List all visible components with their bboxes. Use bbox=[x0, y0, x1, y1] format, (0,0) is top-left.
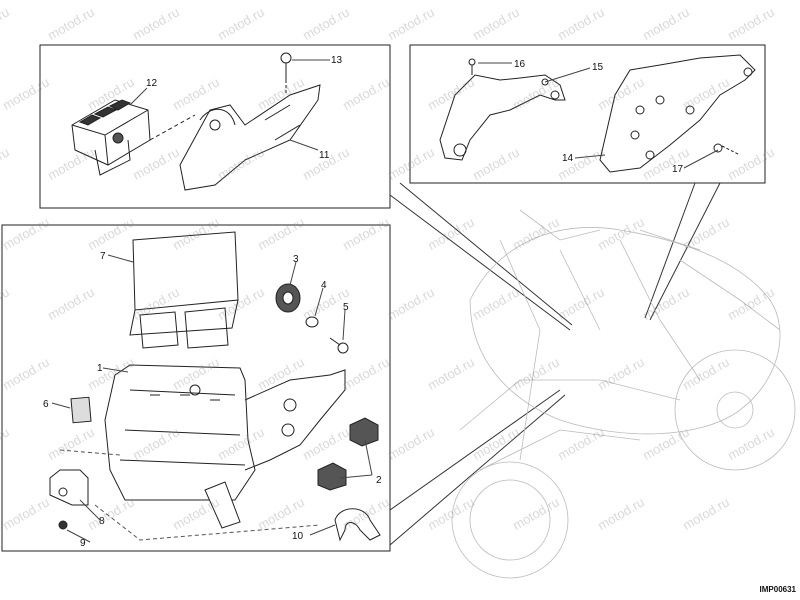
part-9-screw bbox=[58, 520, 68, 530]
callout-17: 17 bbox=[672, 164, 684, 175]
part-7-ecu bbox=[129, 231, 239, 349]
callout-16: 16 bbox=[514, 59, 526, 70]
callout-4: 4 bbox=[321, 280, 327, 291]
callout-15: 15 bbox=[592, 62, 604, 73]
part-16-screw bbox=[468, 58, 476, 75]
dash-line-tray bbox=[59, 449, 321, 541]
strap bbox=[204, 481, 241, 529]
callout-6: 6 bbox=[43, 399, 49, 410]
image-code: IMP00631 bbox=[759, 585, 796, 594]
part-1-tray bbox=[104, 364, 346, 501]
callout-14: 14 bbox=[562, 153, 574, 164]
dash-line-12 bbox=[149, 114, 196, 141]
callout-11: 11 bbox=[319, 150, 330, 161]
part-14-bracket bbox=[599, 54, 756, 173]
part-3-grommet bbox=[275, 283, 301, 313]
panel-top-right bbox=[409, 44, 766, 184]
part-2-connectors bbox=[317, 417, 379, 491]
leader-lines bbox=[51, 59, 719, 543]
callout-2: 2 bbox=[376, 475, 382, 486]
part-6-pad bbox=[70, 396, 92, 424]
callout-10: 10 bbox=[292, 531, 304, 542]
callout-8: 8 bbox=[99, 516, 105, 527]
part-4-spacer bbox=[305, 316, 319, 328]
callout-12: 12 bbox=[146, 78, 158, 89]
part-10-clamp bbox=[334, 508, 381, 542]
panel-bottom-left bbox=[1, 224, 391, 552]
part-12-fuse-box bbox=[71, 99, 151, 176]
part-8-bracket bbox=[49, 469, 89, 506]
part-17-screw bbox=[713, 143, 741, 156]
pointer-lines bbox=[389, 182, 721, 546]
panel-top-left bbox=[39, 44, 391, 209]
callout-5: 5 bbox=[343, 302, 349, 313]
part-13-screw bbox=[280, 52, 292, 95]
motorcycle-outline bbox=[451, 209, 796, 579]
part-5-screw bbox=[329, 337, 349, 354]
part-11-bracket bbox=[179, 84, 321, 191]
callout-13: 13 bbox=[331, 55, 343, 66]
callout-3: 3 bbox=[293, 254, 299, 265]
callout-1: 1 bbox=[97, 363, 103, 374]
callout-7: 7 bbox=[100, 251, 106, 262]
callout-9: 9 bbox=[80, 538, 86, 549]
part-15-bracket bbox=[439, 74, 566, 161]
